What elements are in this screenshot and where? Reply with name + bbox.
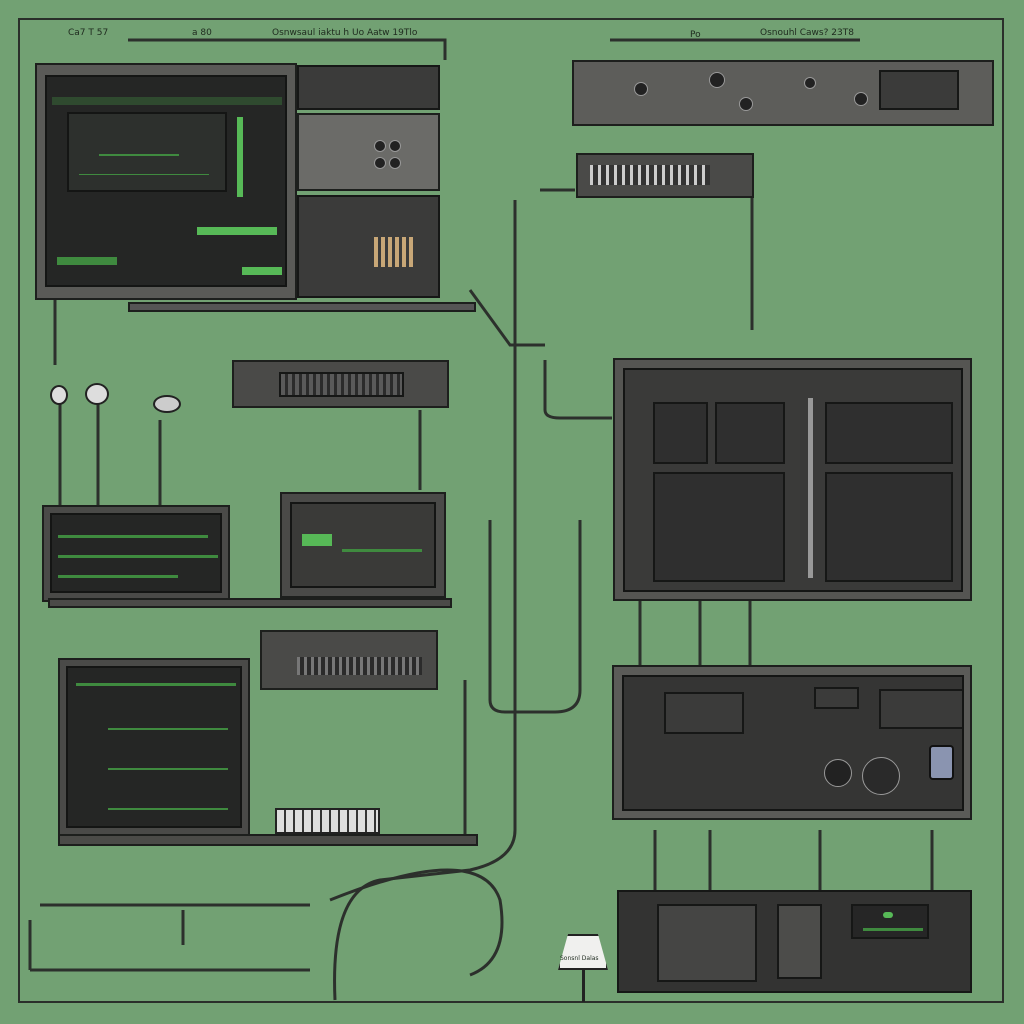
header-label: Po [690,30,701,40]
lamp-label: Sonsnl Dalas [560,955,599,962]
synth-unit [260,630,438,690]
microphone-icon [85,383,109,405]
cable-to-monitor [543,360,612,420]
equipment-rack [617,890,972,993]
bottom-monitor [58,658,250,836]
lamp-stand [582,970,585,1002]
desk [58,834,478,846]
patch-bay [576,153,754,198]
diagram-frame [18,18,1004,1003]
header-line-left [128,38,447,60]
headphones-icon [153,395,181,413]
keyboard[interactable] [275,808,380,834]
microphone-icon [50,385,68,405]
small-monitor [280,492,446,598]
main-cable [333,200,517,1001]
rack-unit [297,65,440,110]
control-panel [297,113,440,191]
header-label: Ca7 T 57 [68,28,109,38]
main-monitor [35,63,297,300]
main-monitor-screen[interactable] [45,75,287,287]
large-monitor-display[interactable] [623,368,963,592]
small-monitor-display[interactable] [290,502,436,588]
io-panel [297,195,440,298]
desk-shelf [48,598,452,608]
laptop-display[interactable] [50,513,222,593]
bottom-monitor-display[interactable] [66,666,242,828]
shelf [128,302,476,312]
rack-interface [232,360,449,408]
header-label: a 80 [192,28,212,38]
cable-loop [505,520,582,714]
header-label: Osnwsaul iaktu h Uo Aatw 19Tlo [272,28,418,38]
laptop-screen [42,505,230,602]
rack-mixer [572,60,994,126]
header-label: Osnouhl Caws? 23T8 [760,28,854,38]
large-monitor [613,358,972,601]
control-console [612,665,972,820]
